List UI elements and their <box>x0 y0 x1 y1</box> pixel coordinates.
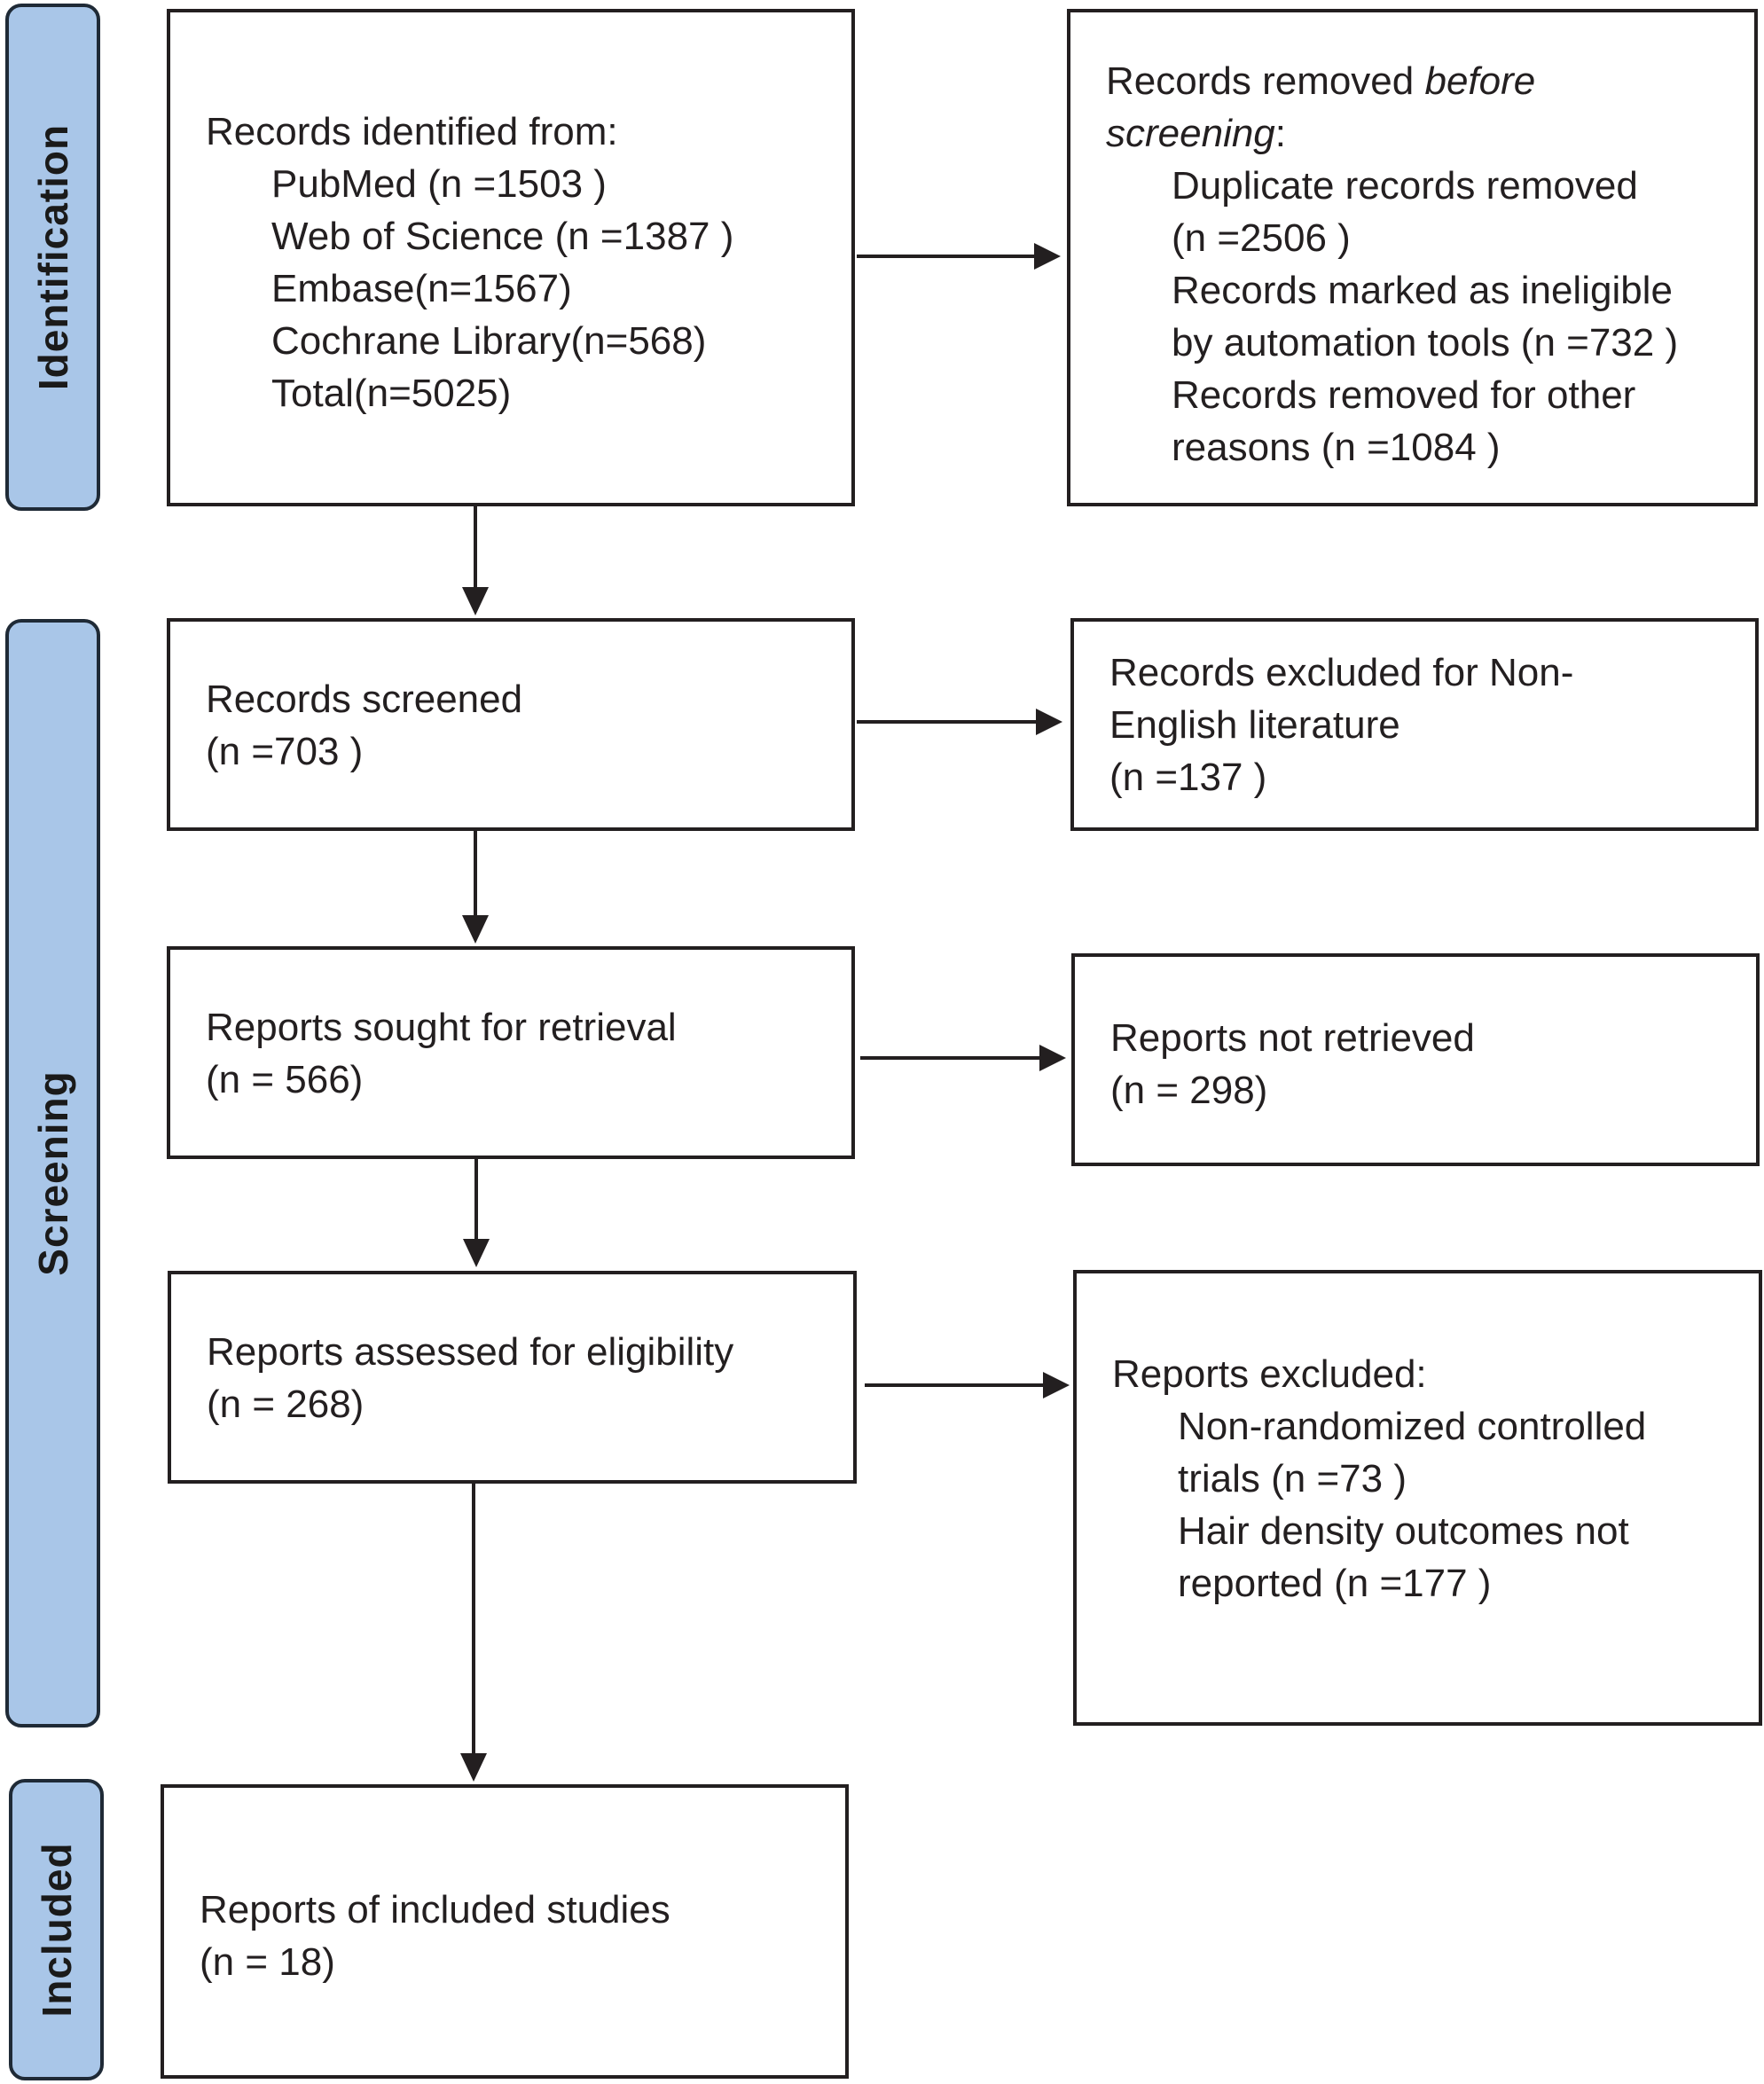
box-records-screened: Records screened (n =703 ) <box>167 618 855 831</box>
sought-line-2: (n = 566) <box>206 1058 364 1101</box>
excluded-language-line-1: Records excluded for Non- <box>1109 651 1574 694</box>
arrowhead-screened-to-sought <box>462 915 489 944</box>
arrowhead-identified-to-removed <box>1034 243 1061 270</box>
arrowhead-assessed-to-excluded <box>1043 1372 1070 1398</box>
phase-included: Included <box>9 1779 104 2080</box>
box-records-identified: Records identified from: PubMed (n =1503… <box>167 9 855 506</box>
reports-excluded-line-3: Hair density outcomes not <box>1178 1509 1629 1553</box>
assessed-line-1: Reports assessed for eligibility <box>207 1330 734 1374</box>
source-cochrane: Cochrane Library(n=568) <box>271 319 707 363</box>
box-reports-sought: Reports sought for retrieval (n = 566) <box>167 946 855 1159</box>
phase-identification: Identification <box>5 4 100 511</box>
included-line-1: Reports of included studies <box>200 1888 670 1931</box>
phase-screening: Screening <box>5 619 100 1728</box>
excluded-language-line-3: (n =137 ) <box>1109 756 1267 799</box>
not-retrieved-line-2: (n = 298) <box>1110 1069 1268 1112</box>
source-total: Total(n=5025) <box>271 372 512 415</box>
reports-excluded-line-2: trials (n =73 ) <box>1178 1457 1407 1500</box>
removed-line-4: by automation tools (n =732 ) <box>1172 321 1679 364</box>
screened-line-1: Records screened <box>206 678 523 721</box>
assessed-line-2: (n = 268) <box>207 1383 365 1426</box>
removed-line-6: reasons (n =1084 ) <box>1172 426 1501 469</box>
source-embase: Embase(n=1567) <box>271 267 572 310</box>
included-line-2: (n = 18) <box>200 1940 335 1984</box>
reports-excluded-line-4: reported (n =177 ) <box>1178 1562 1492 1605</box>
not-retrieved-line-1: Reports not retrieved <box>1110 1016 1475 1060</box>
arrowhead-assessed-to-included <box>460 1753 487 1782</box>
reports-excluded-heading: Reports excluded: <box>1112 1352 1427 1396</box>
box-reports-assessed: Reports assessed for eligibility (n = 26… <box>168 1271 857 1484</box>
box-reports-included: Reports of included studies (n = 18) <box>161 1784 849 2079</box>
removed-line-2: (n =2506 ) <box>1172 216 1351 260</box>
arrowhead-sought-to-not-retrieved <box>1039 1045 1066 1071</box>
screened-line-2: (n =703 ) <box>206 730 364 773</box>
arrowhead-identified-to-screened <box>462 587 489 615</box>
removed-line-3: Records marked as ineligible <box>1172 269 1673 312</box>
box-reports-not-retrieved: Reports not retrieved (n = 298) <box>1071 953 1760 1166</box>
box-records-removed: Records removed before screening: Duplic… <box>1067 9 1758 506</box>
removed-heading: Records removed before <box>1106 59 1536 103</box>
source-web-of-science: Web of Science (n =1387 ) <box>271 215 734 258</box>
removed-line-5: Records removed for other <box>1172 373 1636 417</box>
reports-excluded-line-1: Non-randomized controlled <box>1178 1405 1647 1448</box>
box-reports-excluded: Reports excluded: Non-randomized control… <box>1073 1270 1762 1726</box>
removed-line-1: Duplicate records removed <box>1172 164 1638 208</box>
identified-heading: Records identified from: <box>206 110 618 153</box>
arrowhead-screened-to-excluded <box>1036 709 1062 735</box>
box-excluded-non-english: Records excluded for Non- English litera… <box>1070 618 1759 831</box>
removed-heading-cont: screening: <box>1106 112 1287 155</box>
excluded-language-line-2: English literature <box>1109 703 1400 747</box>
sought-line-1: Reports sought for retrieval <box>206 1006 677 1049</box>
arrowhead-sought-to-assessed <box>463 1239 490 1267</box>
source-pubmed: PubMed (n =1503 ) <box>271 162 607 206</box>
